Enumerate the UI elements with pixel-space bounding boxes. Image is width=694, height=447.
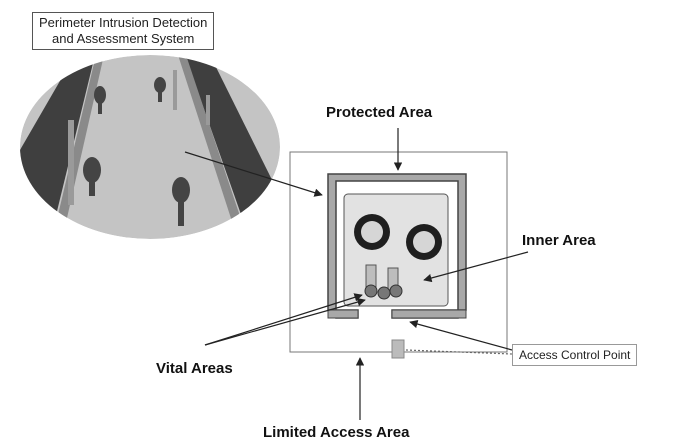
access-control-point-label: Access Control Point [512, 344, 638, 366]
limited-access-area-label: Limited Access Area [263, 424, 410, 441]
inner-area-building [343, 193, 449, 307]
pids-label-line1: Perimeter Intrusion Detection [39, 15, 208, 30]
callout-arrows [184, 128, 529, 420]
perimeter-scene [20, 55, 280, 239]
access-control-gate [391, 339, 405, 359]
pids-label: Perimeter Intrusion Detection and Assess… [32, 12, 215, 50]
vital-areas-label: Vital Areas [156, 360, 233, 377]
inner-area-label: Inner Area [522, 232, 596, 249]
protected-area-label: Protected Area [326, 104, 433, 121]
pids-label-line2: and Assessment System [52, 31, 195, 46]
